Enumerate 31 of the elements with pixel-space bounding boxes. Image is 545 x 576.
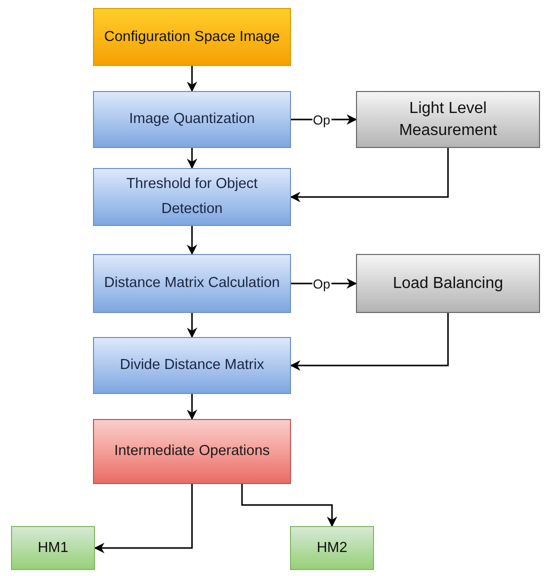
box-text: Image Quantization [129, 110, 255, 129]
box-text: Distance Matrix Calculation [104, 274, 280, 293]
process-box [93, 8, 291, 66]
arrow [241, 484, 338, 528]
process-box [11, 526, 95, 570]
box-text: Load Balancing [392, 274, 504, 294]
arrow [186, 226, 198, 256]
process-box [356, 254, 540, 313]
arrow [186, 394, 198, 420]
arrow [94, 484, 193, 554]
box-text: Divide Distance Matrix [120, 356, 264, 375]
process-box [93, 91, 291, 148]
arrow [186, 313, 198, 338]
process-box [290, 526, 374, 570]
box-text: Threshold for Object Detection [125, 175, 259, 219]
arrow [186, 148, 198, 170]
arrow [290, 313, 449, 371]
process-box [93, 254, 291, 313]
arrow [290, 148, 449, 202]
edge-label: Op [312, 113, 332, 126]
process-box [356, 91, 540, 148]
process-box [93, 337, 291, 394]
process-box [93, 419, 291, 484]
edge-label: Op [312, 277, 332, 290]
box-text: Intermediate Operations [114, 442, 270, 461]
box-text: HM2 [316, 538, 348, 558]
box-text: Light Level Measurement [398, 98, 498, 140]
process-box [93, 168, 291, 226]
box-text: Configuration Space Image [104, 28, 280, 46]
box-text: HM1 [38, 538, 68, 558]
arrow [186, 66, 198, 92]
